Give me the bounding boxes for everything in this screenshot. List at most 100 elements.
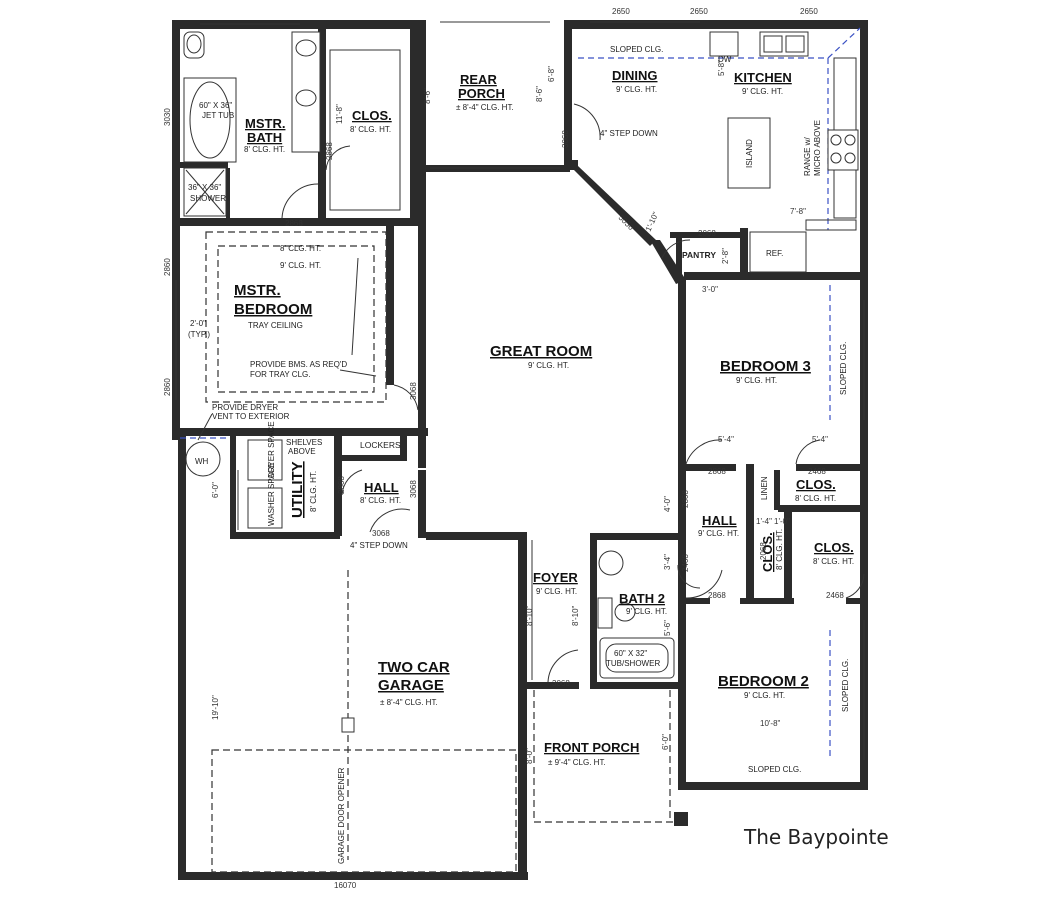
sloped-clg-top: SLOPED CLG. [610,45,663,54]
dim-6-0-porch: 6'-0" [661,734,670,750]
clos-small-label: CLOS. [760,532,775,572]
dim-8-6b: 8'-6" [535,86,544,102]
rear-porch-label-l2: PORCH [458,86,505,101]
bedroom2-label: BEDROOM 2 [718,673,809,690]
jet-tub-note-l1: 60" X 36" [199,101,232,110]
bedroom3-clg: 9' CLG. HT. [736,376,777,385]
dim-8-6a: 8'-6" [423,88,432,104]
dryer-space-note: DRYER SPACE [267,421,276,478]
shower-note-l1: 36" X 36" [188,183,221,192]
dim-3068-util: 3068 [409,480,418,498]
jet-tub-note-l2: JET TUB [202,111,234,120]
dim-2868-b2: 2868 [708,591,726,600]
dim-6-8: 6'-8" [547,66,556,82]
dim-3068-rear: 3068 [561,130,570,148]
dim-top-2650c: 2650 [800,7,818,16]
dining-label: DINING [612,68,658,83]
dim-2860b: 2860 [163,378,172,396]
dim-8-10-foyer2: 8'-10" [571,605,580,626]
dim-2468-b2clos: 2468 [826,591,844,600]
clos-small-clg: 8' CLG. HT. [775,529,784,570]
dim-16070: 16070 [334,881,357,890]
dim-3-4: 3'-4" [663,554,672,570]
tray-leader [351,257,359,356]
mstr-bath-clg: 8' CLG. HT. [244,145,285,154]
dim-8-10-foyer: 8'-10" [525,605,534,626]
dw-note: DW [718,55,732,64]
bath2-clg: 9' CLG. HT. [626,607,667,616]
utility-clg: 8' CLG. HT. [309,471,318,512]
mstr-bedroom-clg: TRAY CEILING [248,321,303,330]
garage-clg: ± 8'-4" CLG. HT. [380,698,438,707]
wh-note: WH [195,457,209,466]
dim-2868-bath: 2868 [681,490,690,508]
bedroom3-label: BEDROOM 3 [720,358,811,375]
fixtures [183,31,859,826]
clos-b2-label: CLOS. [814,540,854,555]
dim-2468-bath: 2468 [681,554,690,572]
tub-shower-note-l1: 60" X 32" [614,649,647,658]
dim-1-0: 1'-0" [774,517,790,526]
dim-3-0: 3'-0" [702,285,718,294]
step-down-rear: 4" STEP DOWN [600,129,658,138]
plan-notes: 60" X 36" JET TUB 36" X 36" SHOWER SLOPE… [188,45,850,864]
utility-label: UTILITY [289,461,306,518]
dim-top-2650b: 2650 [690,7,708,16]
hall-left-label: HALL [364,480,399,495]
dim-2868-mb: 2868 [285,219,303,228]
sloped-clg-bedroom2-bottom: SLOPED CLG. [748,765,801,774]
island-note: ISLAND [745,139,754,168]
clos-b3-clg: 8' CLG. HT. [795,494,836,503]
great-room-clg: 9' CLG. HT. [528,361,569,370]
dashed-lines [180,27,861,873]
dim-7-8: 7'-8" [790,207,806,216]
shelves-note-l2: ABOVE [288,447,316,456]
typ-note-l2: (TYP.) [188,330,210,339]
clos-b2-clg: 8' CLG. HT. [813,557,854,566]
mstr-bedroom-label-l2: BEDROOM [234,301,312,318]
dim-2868-hall: 2868 [325,142,334,160]
garage-opener-note: GARAGE DOOR OPENER [337,767,346,864]
angled-walls [570,166,686,284]
kitchen-label: KITCHEN [734,70,792,85]
dim-3068-step: 3068 [372,529,390,538]
plan-title: The Baypointe [743,825,889,849]
hall-left-clg: 8' CLG. HT. [360,496,401,505]
mstr-bedroom-clg-upper: 8' CLG. HT. [280,244,321,253]
dim-3030: 3030 [163,108,172,126]
bms-note-l2: FOR TRAY CLG. [250,370,310,379]
dim-2860a: 2860 [163,258,172,276]
dryer-leader [197,413,213,441]
dim-5-8: 5'-8" [717,60,726,76]
washer-space-note: WASHER SPACE [267,462,276,526]
kitchen-clg: 9' CLG. HT. [742,87,783,96]
mstr-bedroom-label-l1: MSTR. [234,282,281,299]
window-lines [175,21,865,760]
door-swings [281,103,865,683]
typ-note-l1: 2'-0" [190,319,206,328]
ref-note: REF. [766,249,783,258]
dim-19-10: 19'-10" [211,695,220,720]
bms-note-l1: PROVIDE BMS. AS REQ'D [250,360,347,369]
dim-2068-pantry: 2068 [698,229,716,238]
clos-master-label: CLOS. [352,108,392,123]
dim-3068-front: 3068 [552,679,570,688]
step-down-garage: 4" STEP DOWN [350,541,408,550]
dim-2868-util: 2868 [337,476,346,494]
dim-11-8: 11'-8" [335,104,344,124]
interior-walls [178,28,864,689]
hall-right-label: HALL [702,513,737,528]
dim-2068-clos: 2068 [759,542,768,560]
mstr-bath-label-l2: BATH [247,130,282,145]
shower-note-l2: SHOWER [190,194,226,203]
dim-10-8: 10'-8" [760,719,781,728]
mstr-bedroom-clg-lower: 9' CLG. HT. [280,261,321,270]
front-porch-clg: ± 9'-4" CLG. HT. [548,758,606,767]
dim-5-4b: 5'-4" [812,435,828,444]
garage-label-l2: GARAGE [378,677,444,694]
bath2-label: BATH 2 [619,591,665,606]
dim-4-0: 4'-0" [663,496,672,512]
bms-leader [339,369,377,377]
hall-right-clg: 9' CLG. HT. [698,529,739,538]
